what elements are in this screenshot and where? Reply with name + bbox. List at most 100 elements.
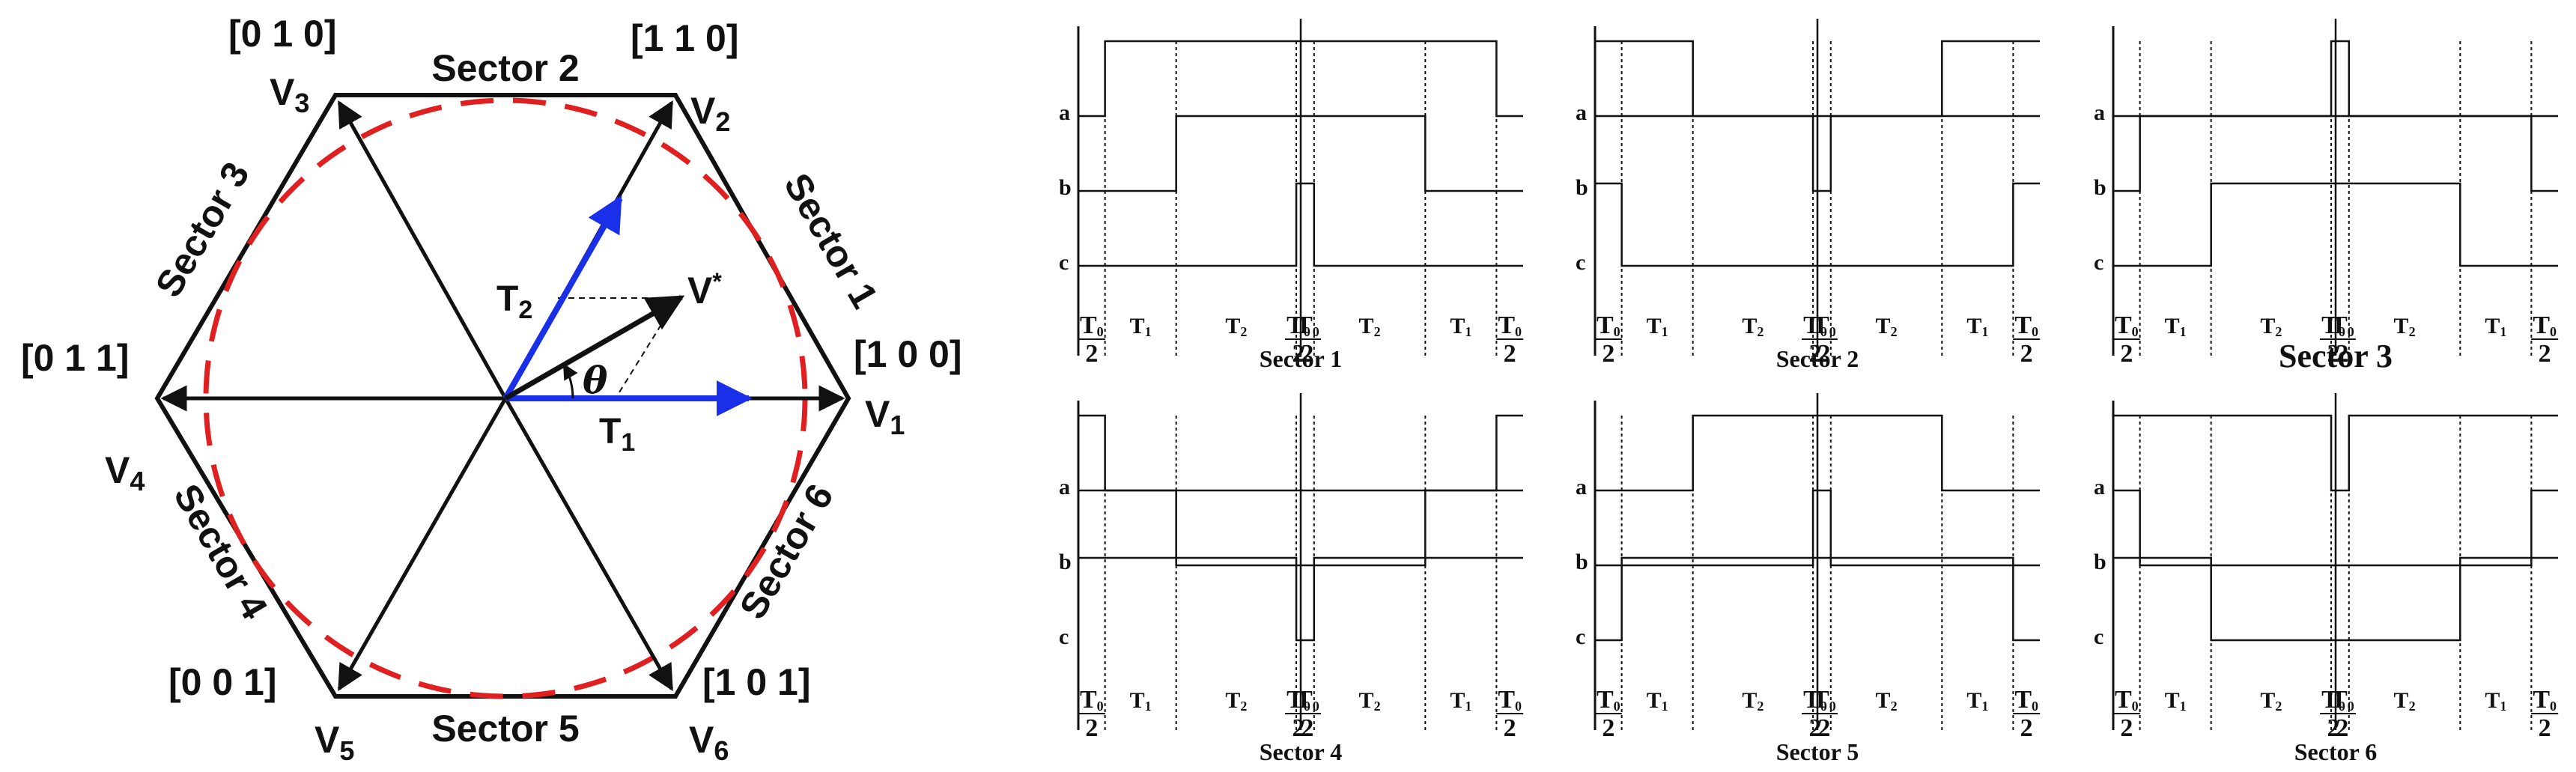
waveform-b [2113, 115, 2558, 192]
waveform-c [1078, 182, 1523, 267]
segment-denominator: 2 [1504, 714, 1516, 742]
segment-denominator: 2 [2327, 714, 2340, 742]
segment-label-4: T0 [2321, 311, 2345, 339]
segment-label-7: T1 [2485, 314, 2506, 339]
segment-denominator: 2 [1602, 714, 1614, 742]
row-label-a: a [1059, 475, 1070, 499]
switch-code-v1: [1 0 0] [854, 333, 962, 375]
sector-label-2: Sector 2 [431, 47, 579, 89]
segment-denominator: 2 [2327, 340, 2340, 368]
segment-denominator: 2 [1602, 340, 1614, 368]
waveform-b [1595, 489, 2040, 567]
segment-label-8: T0 [1498, 686, 1522, 714]
row-label-a: a [1059, 100, 1070, 125]
waveform-c [1595, 182, 2040, 267]
segment-denominator: 2 [1809, 340, 1822, 368]
projection-dash-t1 [615, 297, 678, 399]
segment-label-7: T1 [1450, 314, 1471, 339]
panel-title: Sector 3 [2279, 338, 2393, 374]
segment-label-2: T1 [2165, 314, 2187, 339]
row-label-b: b [1059, 550, 1072, 574]
segment-label-1: T0 [1597, 686, 1620, 714]
segment-denominator: 2 [2120, 340, 2133, 368]
waveform-a [1595, 40, 2040, 118]
segment-denominator: 2 [2539, 714, 2551, 742]
segment-denominator: 2 [2336, 714, 2348, 742]
segment-label-5: T0 [1295, 686, 1319, 714]
segment-label-4: T0 [2321, 686, 2345, 714]
segment-label-8: T0 [2014, 311, 2038, 339]
panel-title: Sector 1 [1260, 345, 1342, 372]
segment-denominator: 2 [1085, 340, 1098, 368]
segment-label-3: T2 [2260, 688, 2282, 714]
segment-denominator: 2 [1301, 714, 1313, 742]
waveform-b [1078, 489, 1523, 567]
segment-label-5: T0 [1812, 311, 1836, 339]
hexagon-outline [154, 93, 851, 699]
vertex-label-v1: V1 [865, 393, 905, 440]
segment-label-2: T1 [1647, 688, 1668, 714]
segment-label-8: T0 [1498, 311, 1522, 339]
row-label-b: b [2094, 175, 2106, 200]
segment-label-7: T1 [2485, 688, 2506, 714]
segment-denominator: 2 [2020, 340, 2033, 368]
segment-label-7: T1 [1450, 688, 1471, 714]
segment-label-2: T1 [1647, 314, 1668, 339]
segment-denominator: 2 [1817, 340, 1830, 368]
waveform-b [1078, 115, 1523, 192]
segment-label-5: T0 [2330, 311, 2354, 339]
segment-denominator: 2 [1504, 340, 1516, 368]
segment-label-6: T2 [1359, 688, 1381, 714]
sector-label-4: Sector 4 [165, 477, 276, 626]
segment-label-3: T2 [1742, 688, 1764, 714]
waveform-b [1595, 115, 2040, 192]
waveform-c [1078, 556, 1523, 642]
switch-code-v6: [1 0 1] [702, 661, 811, 703]
segment-label-5: T0 [2330, 686, 2354, 714]
panel-title: Sector 4 [1260, 738, 1342, 765]
row-label-c: c [1576, 250, 1585, 275]
segment-label-2: T1 [1130, 314, 1152, 339]
panel-title: Sector 5 [1776, 738, 1859, 765]
segment-label-8: T0 [2533, 311, 2557, 339]
component-t1-label: T1 [599, 412, 635, 457]
segment-denominator: 2 [2020, 714, 2033, 742]
segment-denominator: 2 [1301, 340, 1313, 368]
segment-denominator: 2 [2120, 714, 2133, 742]
segment-label-3: T2 [2260, 314, 2282, 339]
row-label-b: b [1576, 175, 1588, 200]
waveform-c [2113, 556, 2558, 642]
segment-label-4: T0 [1287, 311, 1310, 339]
row-label-c: c [2094, 250, 2103, 275]
row-label-a: a [1576, 100, 1587, 125]
segment-denominator: 2 [1085, 714, 1098, 742]
reference-vector-label: V* [687, 268, 722, 311]
segment-label-4: T0 [1803, 686, 1827, 714]
waveform-c [2113, 182, 2558, 267]
sector-label-5: Sector 5 [431, 708, 579, 750]
panel-title: Sector 2 [1776, 345, 1859, 372]
vertex-label-v5: V5 [315, 719, 354, 766]
row-label-b: b [2094, 550, 2106, 574]
row-label-a: a [2094, 100, 2105, 125]
segment-label-4: T0 [1803, 311, 1827, 339]
sector-label-1: Sector 1 [776, 166, 886, 315]
segment-label-6: T2 [2394, 688, 2416, 714]
segment-label-3: T2 [1742, 314, 1764, 339]
row-label-c: c [2094, 624, 2103, 649]
segment-label-8: T0 [2533, 686, 2557, 714]
row-label-c: c [1059, 624, 1069, 649]
segment-denominator: 2 [1809, 714, 1822, 742]
segment-denominator: 2 [2336, 340, 2348, 368]
switch-code-v2: [1 1 0] [631, 17, 739, 59]
angle-label: θ [583, 358, 608, 402]
vector-v5-arrow [337, 397, 508, 692]
